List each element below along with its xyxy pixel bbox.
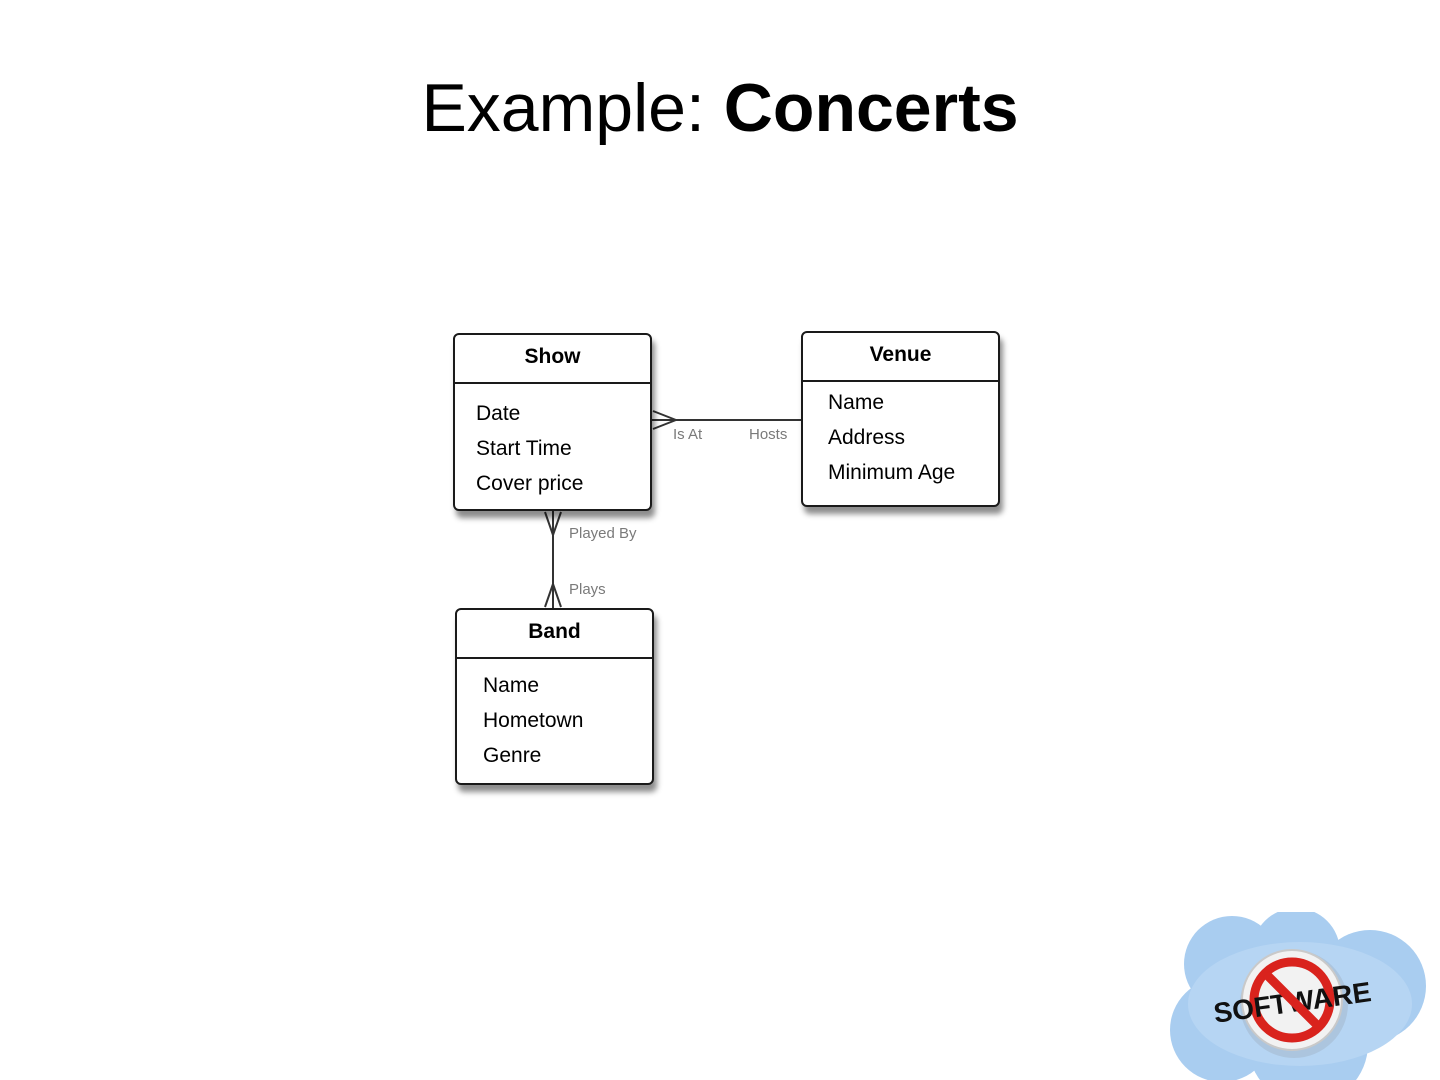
entity-band: Band Name Hometown Genre [455,608,654,785]
show-band-crowfoot-bottom-right [552,583,562,608]
attribute: Hometown [483,709,584,732]
show-band-crowfoot-top-left [544,511,554,536]
slide-title-bold: Concerts [723,70,1019,146]
entity-venue-attributes: Name Address Minimum Age [803,382,998,490]
attribute: Date [476,402,521,425]
show-venue-crowfoot-lower [652,419,677,430]
show-band-crowfoot-bottom-left [544,583,554,608]
relationship-label-is-at: Is At [673,426,703,443]
attribute: Genre [483,744,542,767]
entity-band-attributes: Name Hometown Genre [457,659,652,773]
no-software-cloud-logo: SOFTWARE [1170,912,1426,1080]
attribute: Name [828,391,885,414]
slide-title-prefix: Example: [421,70,724,146]
entity-show-name: Show [455,335,650,384]
attribute: Name [483,674,540,697]
relationship-label-plays: Plays [569,581,606,598]
attribute: Minimum Age [828,461,956,484]
entity-show: Show Date Start Time Cover price [453,333,652,511]
show-venue-crowfoot-upper [652,410,677,421]
entity-show-attributes: Date Start Time Cover price [455,384,650,501]
relationship-label-played-by: Played By [569,525,637,542]
show-band-crowfoot-top-right [552,511,562,536]
entity-band-name: Band [457,610,652,659]
attribute: Start Time [476,437,572,460]
attribute: Cover price [476,472,584,495]
relationship-label-hosts: Hosts [749,426,788,443]
slide-title: Example: Concerts [0,68,1440,148]
entity-venue: Venue Name Address Minimum Age [801,331,1000,507]
entity-venue-name: Venue [803,333,998,382]
attribute: Address [828,426,906,449]
